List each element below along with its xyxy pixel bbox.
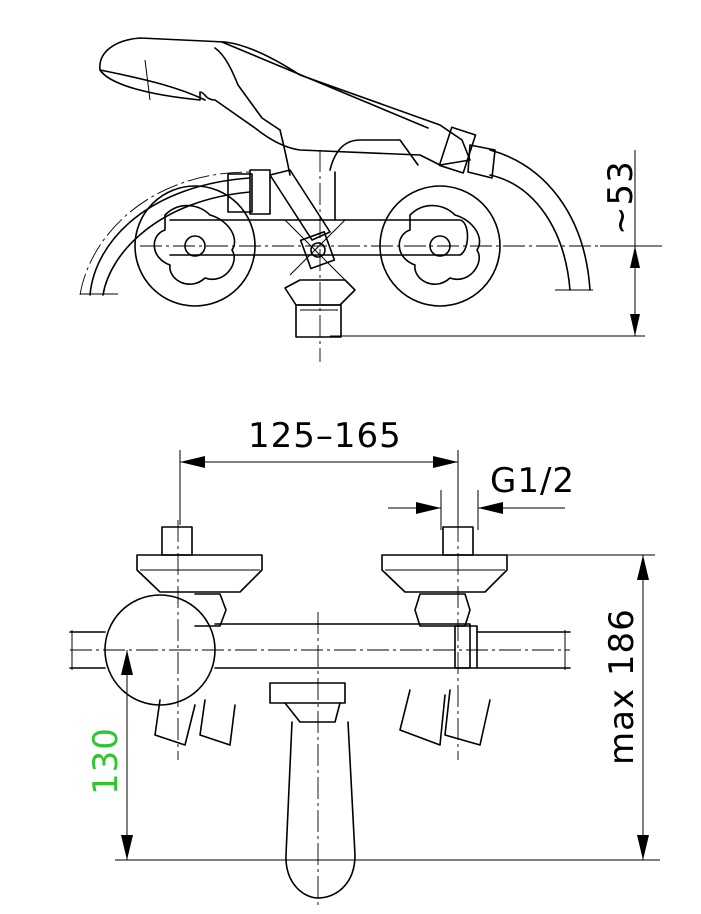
dimension-hose-offset: ~53 xyxy=(601,160,641,235)
dimension-spacing: 125–165 xyxy=(248,416,402,456)
bottom-view: 125–165 G1/2 xyxy=(69,416,660,905)
top-view: ~53 xyxy=(79,37,662,362)
dimension-thread: G1/2 xyxy=(490,461,575,501)
dimension-max-height: max 186 xyxy=(602,608,642,765)
dimension-wall-height: 130 xyxy=(86,727,126,795)
